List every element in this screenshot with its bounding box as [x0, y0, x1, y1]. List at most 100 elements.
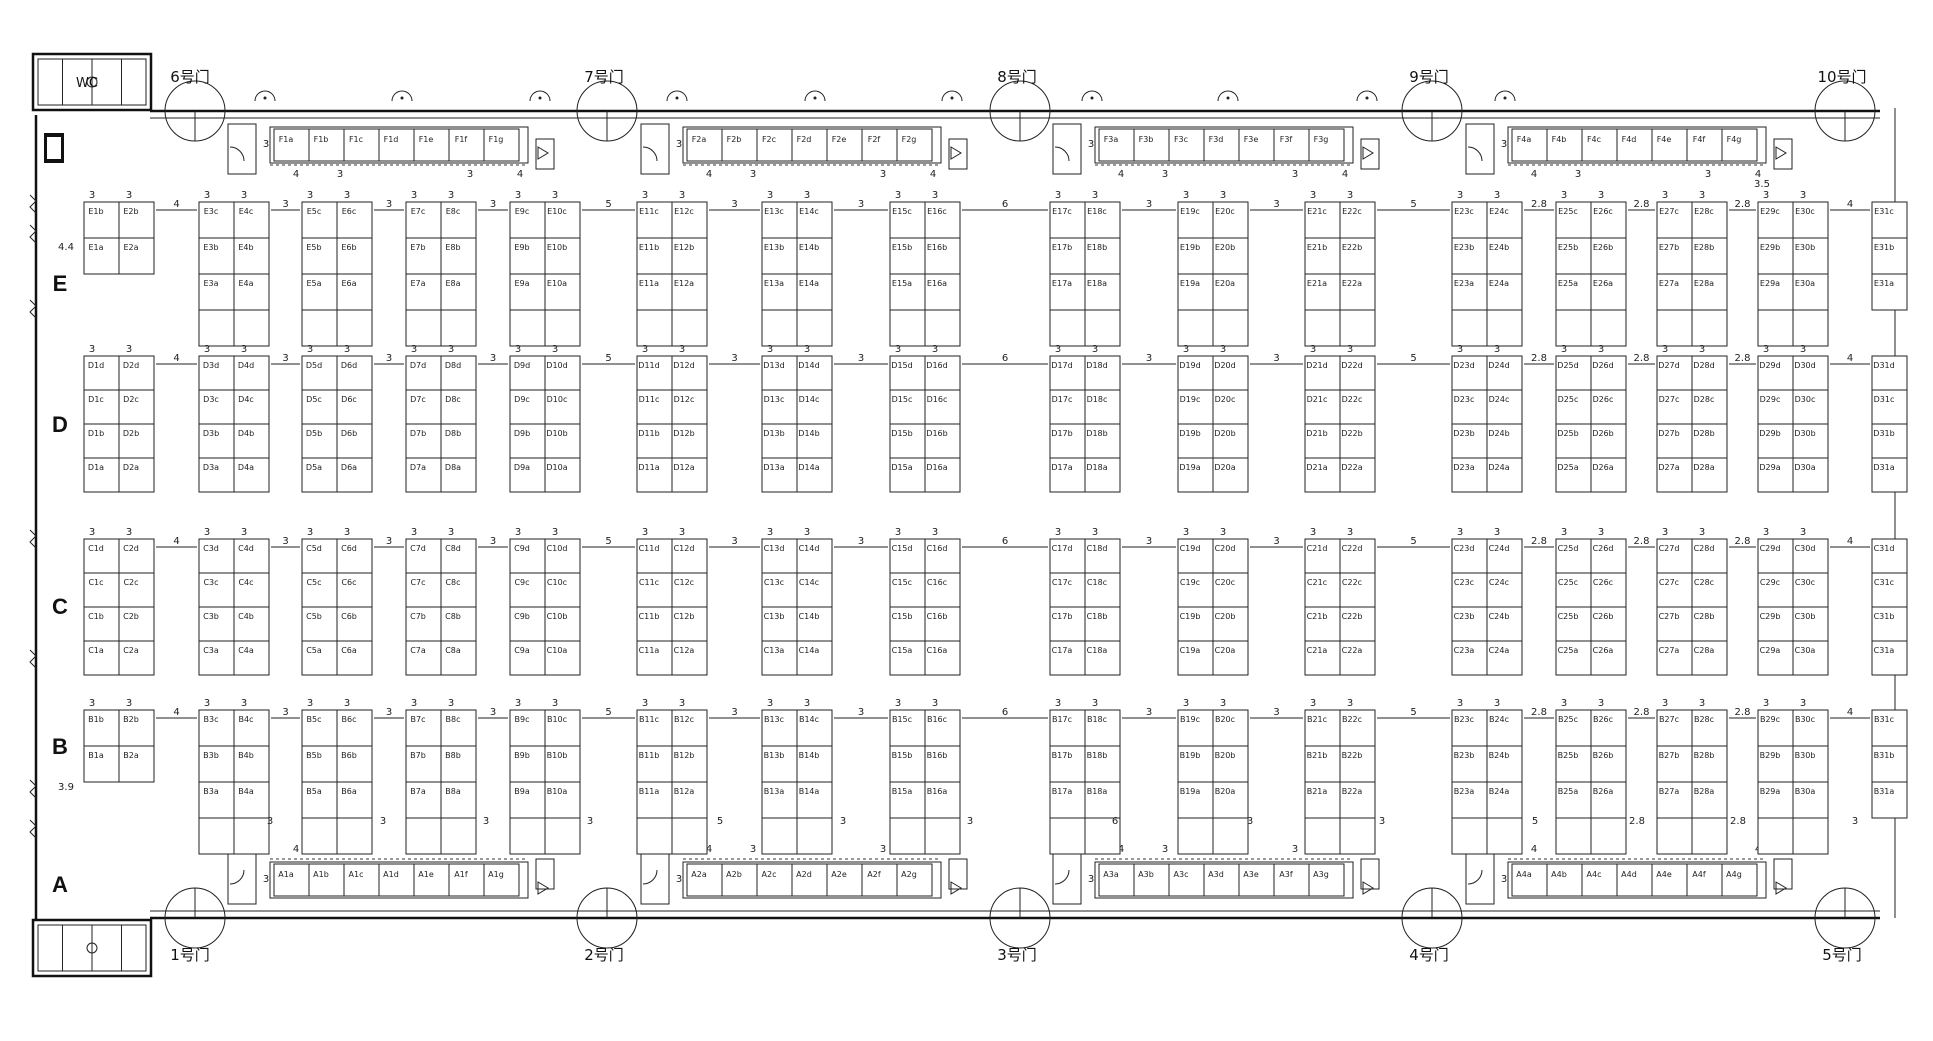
booth-label: E18b [1087, 243, 1107, 252]
aisle-dim: 2.8 [1531, 536, 1547, 547]
booth-label: D5c [306, 395, 322, 404]
booth [544, 640, 581, 676]
strip-booth-label: F1a [279, 135, 294, 144]
aisle-dim: 3 [858, 707, 864, 718]
booth-label: E21c [1307, 207, 1327, 216]
booth-label: B28c [1694, 715, 1714, 724]
booth-label: E15a [892, 279, 912, 288]
wall-mark [29, 779, 37, 799]
booth-label: B11b [639, 751, 660, 760]
booth-label: B26c [1593, 715, 1613, 724]
booth [796, 273, 833, 311]
door-leaf [1814, 110, 1846, 142]
booth [796, 538, 833, 574]
booth [1792, 640, 1829, 676]
booth-label: D16b [926, 429, 947, 438]
booth-label: B11c [639, 715, 659, 724]
booth-label: B22a [1342, 787, 1363, 796]
stair-inner [47, 137, 61, 159]
booth-label: D10b [546, 429, 567, 438]
col-dim: 3 [515, 344, 521, 355]
booth-label: E9b [514, 243, 529, 252]
booth [636, 745, 673, 783]
booth-extension [1792, 817, 1829, 855]
booth [1339, 745, 1376, 783]
booth-label: B29b [1760, 751, 1781, 760]
booth-label: D3b [203, 429, 219, 438]
edge-dim: 3.5 [1754, 179, 1770, 190]
booth [1871, 745, 1908, 783]
booth-label: E18c [1087, 207, 1107, 216]
fixture-top [941, 90, 963, 102]
booth-label: C5d [306, 544, 322, 553]
booth-label: B30a [1795, 787, 1816, 796]
booth [301, 606, 338, 642]
col-dim: 3 [1800, 698, 1806, 709]
aisle-dim: 3 [731, 199, 737, 210]
booth-label: C27a [1659, 646, 1680, 655]
booth-label: C19c [1180, 578, 1200, 587]
booth-label: E31b [1874, 243, 1894, 252]
booth-label: D6d [341, 361, 357, 370]
booth-label: D11c [639, 395, 660, 404]
strip-booth-label: A3a [1103, 870, 1119, 879]
booth-label: B26a [1593, 787, 1614, 796]
strip-booth-label: F1d [384, 135, 399, 144]
booth [1212, 237, 1249, 275]
booth [544, 781, 581, 819]
booth [83, 640, 120, 676]
aisle-dim: 5 [1410, 536, 1416, 547]
strip-booth [1721, 128, 1758, 162]
booth-label: E5c [307, 207, 322, 216]
booth-label: E4b [238, 243, 253, 252]
strip-booth-label: A3d [1208, 870, 1224, 879]
fixture-top [254, 90, 276, 102]
booth-label: B9b [514, 751, 530, 760]
strip-booth-label: A4g [1726, 870, 1742, 879]
booth-label: D8c [445, 395, 461, 404]
booth [1304, 640, 1341, 676]
aisle-dim: 6 [1002, 707, 1008, 718]
booth [440, 640, 477, 676]
booth-label: D13b [763, 429, 784, 438]
booth [796, 745, 833, 783]
col-dim: 3 [679, 344, 685, 355]
booth [889, 572, 926, 608]
booth-label: D2c [123, 395, 139, 404]
strip-booth [1721, 863, 1758, 897]
booth [440, 389, 477, 425]
booth-label: E1a [88, 243, 103, 252]
door-leaf [606, 110, 638, 142]
booth-label: D24b [1488, 429, 1509, 438]
booth-label: C28c [1694, 578, 1714, 587]
booth [198, 640, 235, 676]
booth [1339, 606, 1376, 642]
door-swing [1431, 80, 1463, 112]
booth-label: D17c [1052, 395, 1073, 404]
col-dim: 3 [515, 698, 521, 709]
booth-label: C29c [1760, 578, 1780, 587]
booth-label: B24c [1489, 715, 1509, 724]
booth-label: D13c [764, 395, 785, 404]
strip-booth-label: A1g [488, 870, 504, 879]
booth-label: C4b [238, 612, 254, 621]
col-dim: 3 [767, 527, 773, 538]
col-dim: 3 [767, 190, 773, 201]
booth-label: D6a [341, 463, 357, 472]
booth-label: E12a [674, 279, 694, 288]
booth-label: D29a [1759, 463, 1780, 472]
booth-extension [1590, 817, 1627, 855]
booth [198, 201, 235, 239]
booth [1304, 389, 1341, 425]
fixture-dot [813, 96, 817, 100]
booth [509, 709, 546, 747]
booth-label: E19c [1180, 207, 1200, 216]
booth-label: E10a [547, 279, 567, 288]
booth-label: C29a [1760, 646, 1781, 655]
booth [233, 781, 270, 819]
booth [1212, 781, 1249, 819]
